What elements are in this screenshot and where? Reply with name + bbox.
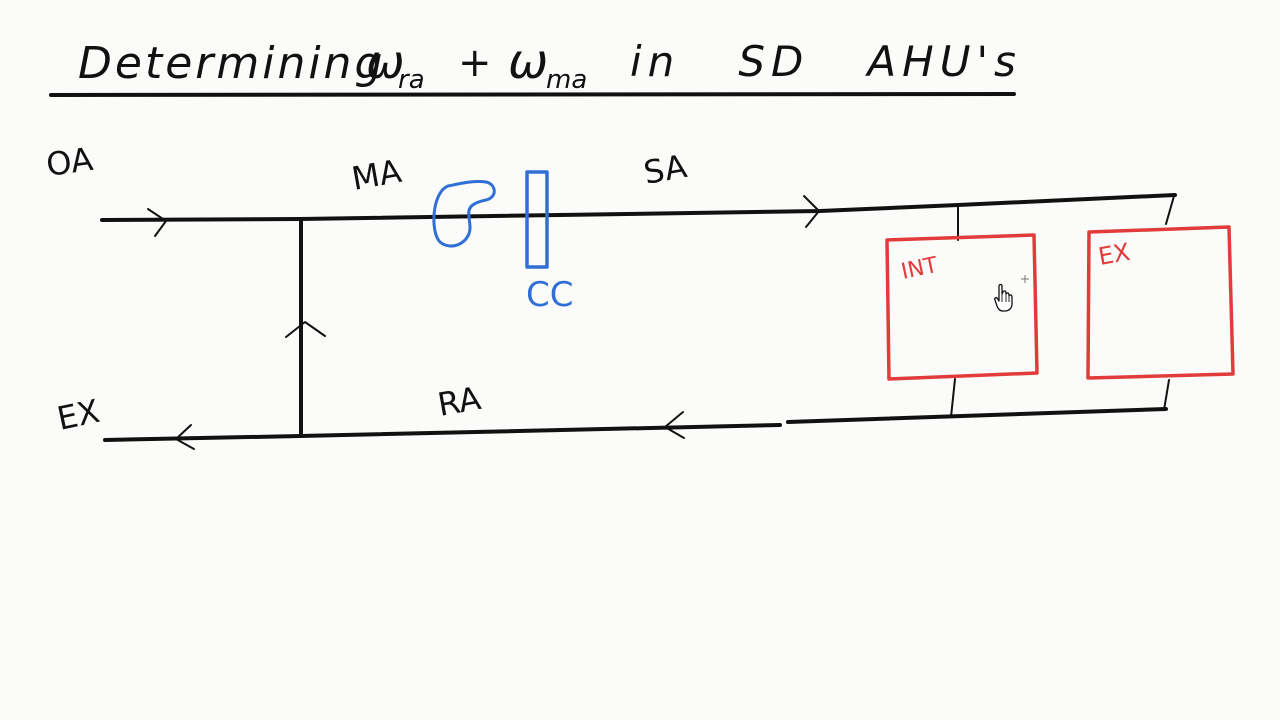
label-ex-zone: EX [1096,238,1132,271]
ex-arrow-icon [175,424,195,450]
duct-network [100,193,1177,442]
title-omega-ra: ω [366,35,405,89]
hand-pointer-icon [994,283,1013,312]
title-prefix: Determining [78,38,385,89]
return-duct-right [786,407,1168,424]
ex-return-branch [1163,379,1170,411]
title-omega-ma-subscript: ma [546,65,587,95]
air-handler-components: CC [432,170,573,315]
ex-supply-branch [1165,195,1175,225]
label-ex: EX [54,392,103,438]
diagram-title: Determining ω ra + ω ma in SD AHU's [49,34,1022,97]
crosshair-icon [1021,275,1029,283]
interior-zone-box [885,233,1039,381]
flow-arrows [147,195,820,450]
label-oa: OA [44,140,95,184]
recirc-arrow-icon [285,321,326,338]
title-suffix: in SD AHU's [630,37,1022,86]
label-ma: MA [349,152,404,198]
ra-arrow-icon [664,411,685,439]
title-omega-ma: ω [508,34,548,90]
exterior-zone-box [1086,225,1235,380]
int-return-branch [950,378,956,418]
title-plus: + [458,40,492,86]
duct-labels: OA MA SA EX RA [44,140,690,438]
label-cc: CC [526,275,573,315]
label-ra: RA [435,379,484,424]
label-int-zone: INT [899,253,940,285]
fan-icon [432,180,496,248]
return-duct-left [103,423,782,442]
title-omega-ra-subscript: ra [398,65,425,95]
cooling-coil [525,170,549,269]
sa-arrow-icon [803,195,820,228]
oa-arrow-icon [147,208,167,237]
label-sa: SA [641,147,690,192]
supply-duct [100,193,1177,222]
zones: INT EX [885,225,1235,381]
title-underline [49,92,1016,97]
